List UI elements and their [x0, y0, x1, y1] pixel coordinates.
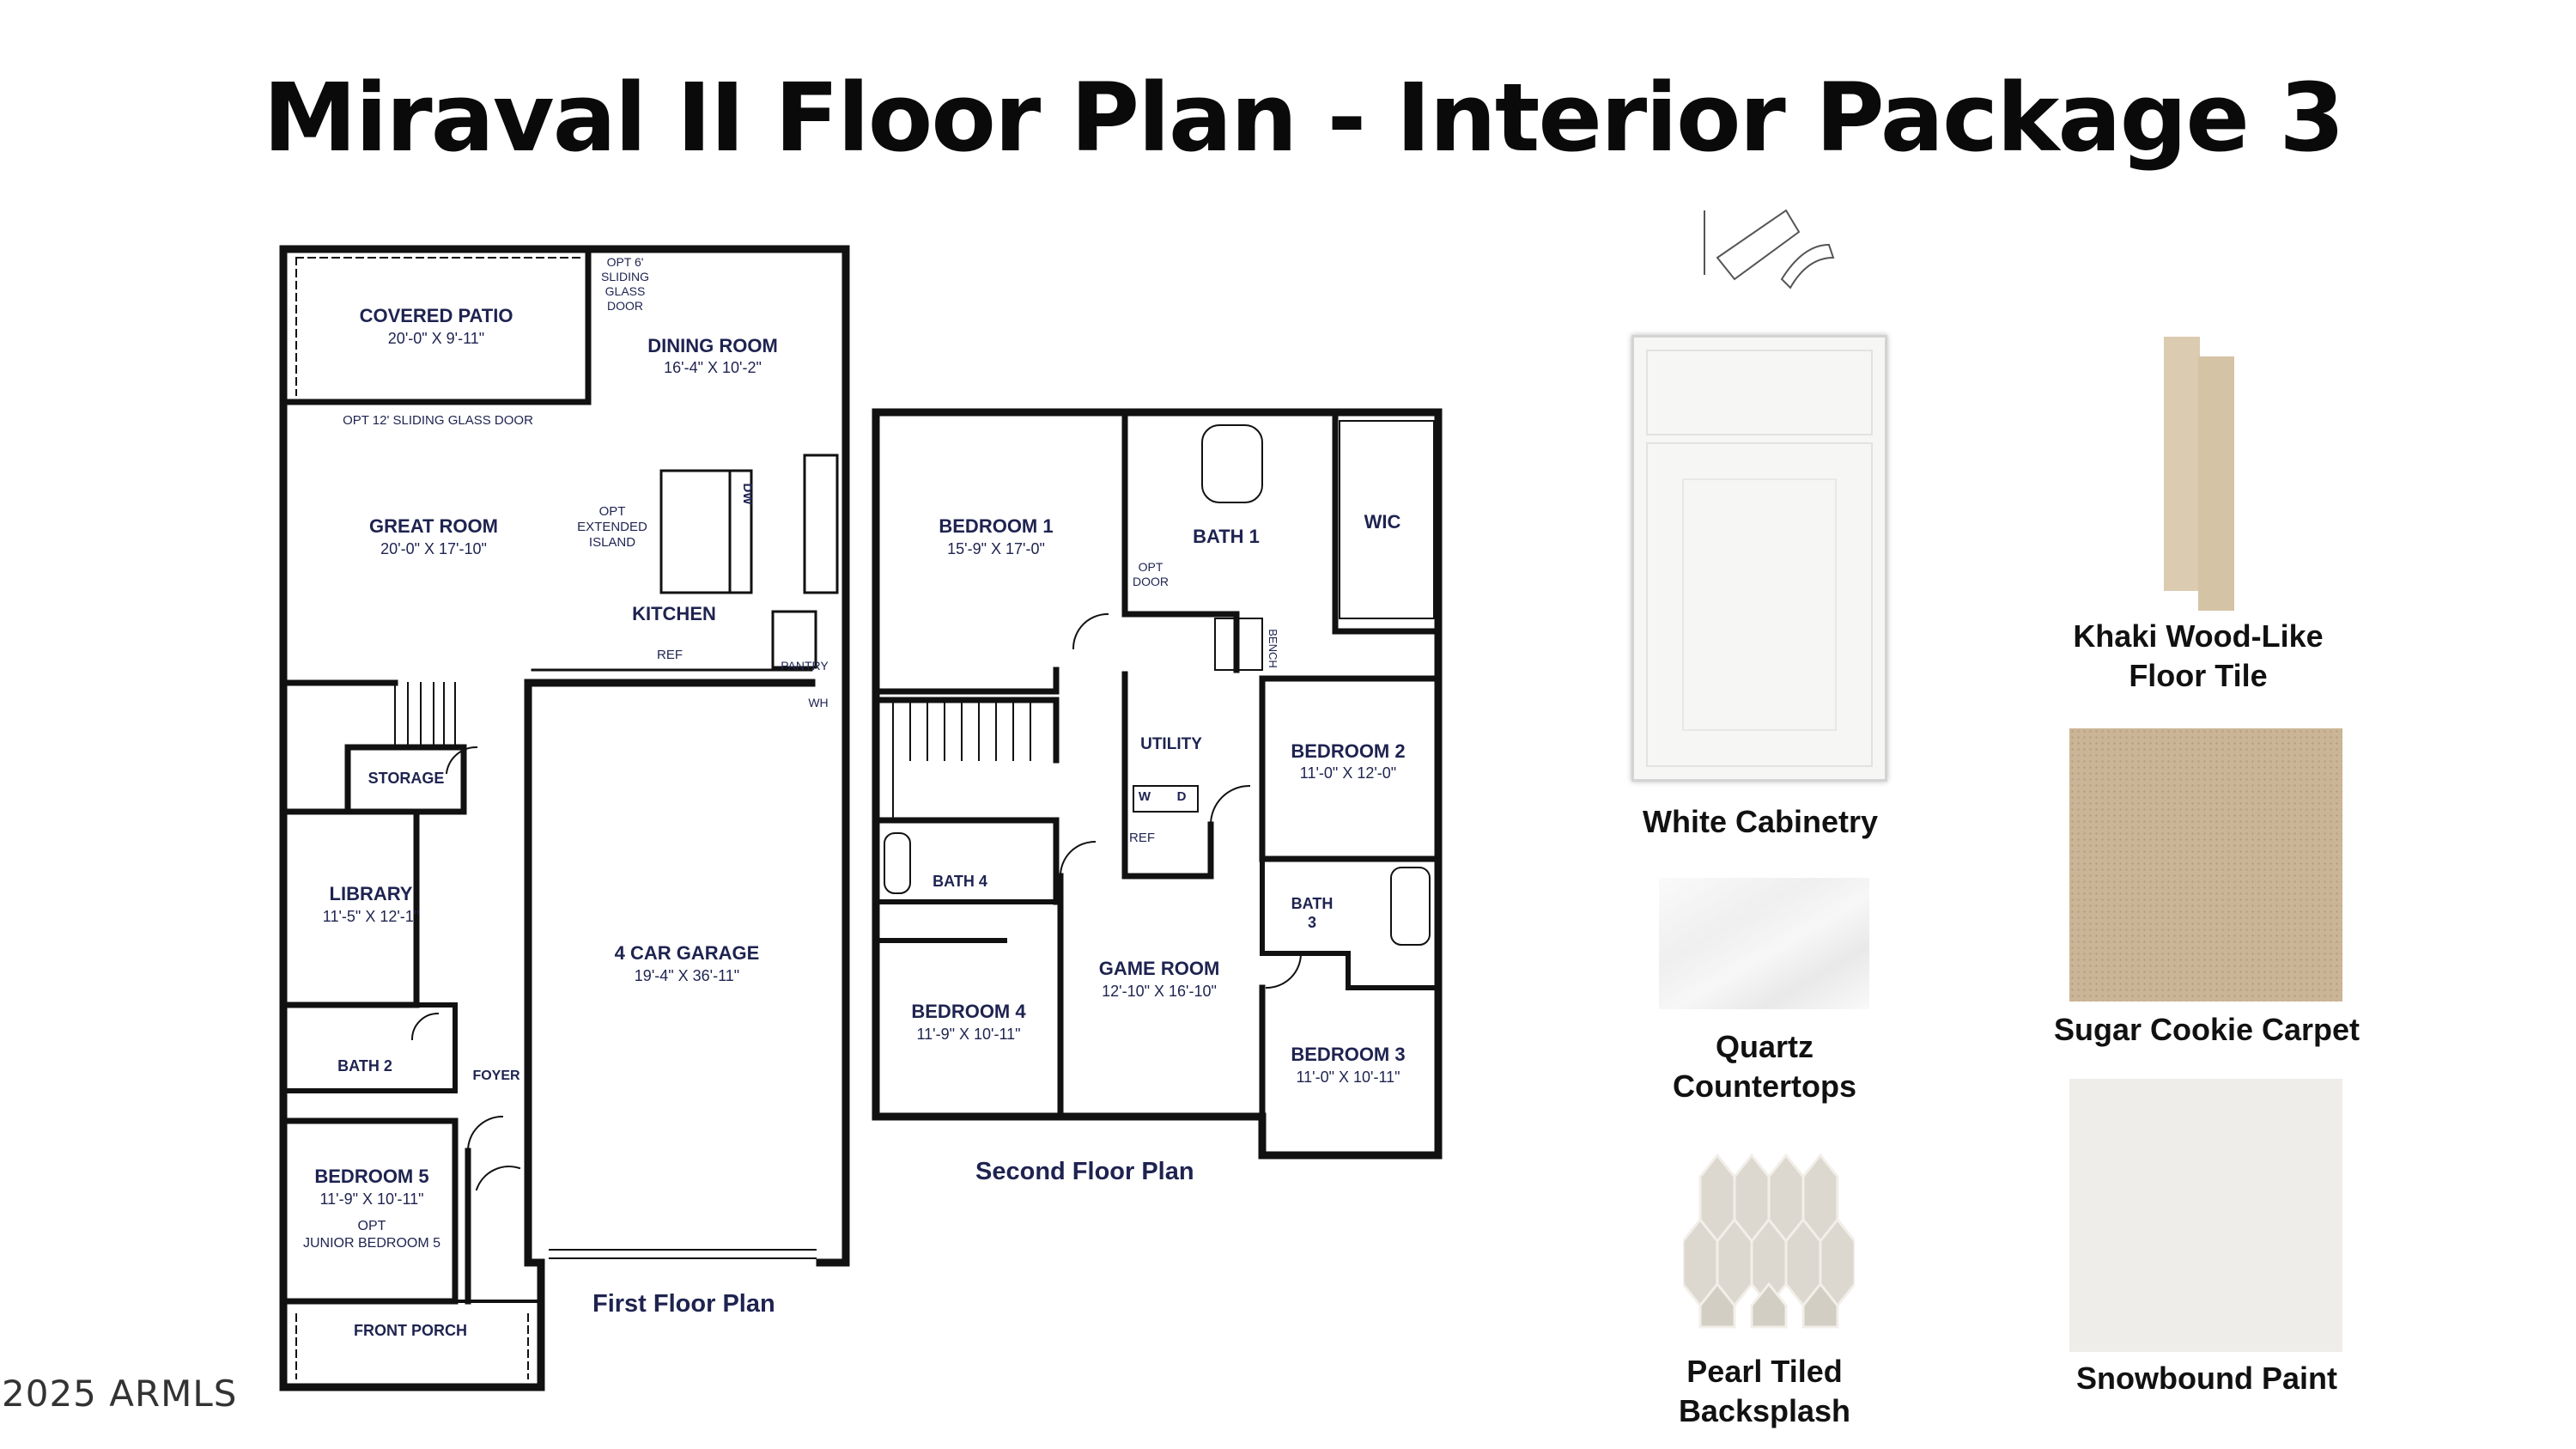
room-garage: 4 CAR GARAGE: [615, 942, 760, 964]
note-dryer: D: [1177, 789, 1187, 804]
room-storage: STORAGE: [368, 770, 445, 787]
dims-library: 11'-5" X 12'-1": [323, 908, 419, 925]
dims-bedroom-4: 11'-9" X 10'-11": [916, 1026, 1020, 1043]
second-floor-walls: [872, 408, 1443, 1160]
note-ref-2: REF: [1129, 831, 1155, 845]
room-game-room: GAME ROOM: [1099, 958, 1220, 979]
room-bedroom-1: BEDROOM 1: [939, 515, 1053, 537]
room-great-room: GREAT ROOM: [369, 515, 498, 537]
note-opt-slider-6-2: SLIDING: [601, 270, 649, 283]
crown-molding-icon: [1704, 209, 1835, 289]
snowbound-paint-swatch: [2069, 1079, 2342, 1352]
note-opt-door-2: DOOR: [1133, 575, 1169, 588]
note-ref: REF: [657, 648, 683, 662]
quartz-label: Quartz Countertops: [1619, 1027, 1911, 1106]
note-wh: WH: [808, 696, 828, 709]
room-bath-1: BATH 1: [1193, 526, 1260, 547]
dims-bedroom-1: 15'-9" X 17'-0": [947, 540, 1045, 557]
note-opt-island-3: ISLAND: [589, 535, 635, 550]
room-bedroom-3: BEDROOM 3: [1291, 1044, 1405, 1065]
dims-dining-room: 16'-4" X 10'-2": [664, 359, 762, 376]
pearl-backsplash-label-1: Pearl Tiled: [1686, 1354, 1843, 1389]
dims-bedroom-2: 11'-0" X 12'-0": [1300, 764, 1396, 782]
dims-bedroom-5: 11'-9" X 10'-11": [319, 1190, 423, 1208]
note-washer: W: [1139, 789, 1151, 804]
room-utility: UTILITY: [1140, 735, 1202, 753]
note-opt-slider-6-3: GLASS: [605, 284, 646, 298]
note-opt-junior: OPT: [358, 1219, 386, 1233]
quartz-swatch: [1659, 878, 1869, 1009]
note-bench: BENCH: [1267, 629, 1279, 668]
note-pantry: PANTRY: [781, 659, 829, 673]
page-title: Miraval II Floor Plan - Interior Package…: [263, 63, 2345, 173]
note-opt-junior-2: JUNIOR BEDROOM 5: [303, 1236, 440, 1251]
room-library: LIBRARY: [330, 883, 413, 904]
quartz-label-2: Countertops: [1673, 1068, 1856, 1104]
room-bedroom-4: BEDROOM 4: [911, 1001, 1026, 1022]
dims-game-room: 12'-10" X 16'-10": [1102, 983, 1217, 1000]
sugar-cookie-carpet-label: Sugar Cookie Carpet: [2053, 1012, 2360, 1047]
room-covered-patio: COVERED PATIO: [360, 305, 513, 326]
first-floor-labels: COVERED PATIO 20'-0" X 9'-11" DINING ROO…: [303, 255, 829, 1339]
note-opt-slider-6: OPT 6': [607, 255, 644, 269]
snowbound-paint-label: Snowbound Paint: [2076, 1361, 2337, 1396]
room-bath-3-number: 3: [1308, 914, 1316, 931]
second-floor-fixtures: [884, 420, 1435, 989]
khaki-tile-label-1: Khaki Wood-Like: [2073, 618, 2324, 654]
room-foyer: FOYER: [472, 1068, 520, 1083]
pearl-backsplash-label: Pearl Tiled Backsplash: [1619, 1352, 1911, 1431]
note-opt-island: OPT: [599, 504, 626, 519]
room-bath-4: BATH 4: [933, 873, 987, 890]
second-floor-labels: BEDROOM 1 15'-9" X 17'-0" BATH 1 WIC UTI…: [911, 511, 1405, 1086]
pearl-backsplash-swatch: [1683, 1153, 1855, 1329]
khaki-tile-swatch: [2164, 337, 2200, 591]
khaki-tile-swatch-2: [2198, 356, 2234, 611]
khaki-tile-label-2: Floor Tile: [2129, 658, 2268, 693]
note-opt-door: OPT: [1139, 560, 1163, 574]
note-opt-slider-12: OPT 12' SLIDING GLASS DOOR: [343, 413, 533, 428]
door-swings: [410, 746, 521, 1191]
white-cabinetry-label: White Cabinetry: [1642, 804, 1879, 839]
note-opt-island-2: EXTENDED: [577, 520, 647, 534]
first-floor-stairs: [394, 682, 456, 748]
first-floor-caption: First Floor Plan: [592, 1290, 775, 1318]
dims-great-room: 20'-0" X 17'-10": [380, 540, 487, 557]
room-bath-3: BATH: [1291, 895, 1334, 912]
dims-bedroom-3: 11'-0" X 10'-11": [1296, 1068, 1400, 1086]
room-kitchen: KITCHEN: [632, 603, 716, 624]
room-wic: WIC: [1364, 511, 1401, 533]
first-floor-walls: [279, 245, 850, 1391]
quartz-label-1: Quartz: [1715, 1029, 1814, 1064]
dims-covered-patio: 20'-0" X 9'-11": [388, 330, 484, 347]
room-bedroom-2: BEDROOM 2: [1291, 740, 1405, 762]
pearl-backsplash-label-2: Backsplash: [1678, 1393, 1851, 1428]
sugar-cookie-carpet-swatch: [2069, 728, 2342, 1002]
white-cabinetry-swatch: [1631, 335, 1887, 782]
dims-garage: 19'-4" X 36'-11": [635, 967, 739, 984]
room-dining-room: DINING ROOM: [647, 335, 778, 356]
room-bath-2: BATH 2: [337, 1057, 392, 1075]
room-front-porch: FRONT PORCH: [354, 1322, 467, 1339]
copyright-watermark: 2025 ARMLS: [2, 1373, 238, 1415]
room-bedroom-5: BEDROOM 5: [314, 1166, 428, 1187]
note-dw: DW: [740, 484, 755, 506]
kitchen-fixtures: [531, 454, 839, 672]
khaki-tile-label: Khaki Wood-Like Floor Tile: [2052, 617, 2344, 696]
note-opt-slider-6-4: DOOR: [607, 299, 643, 313]
patio-edges: [295, 257, 580, 1379]
second-floor-caption: Second Floor Plan: [975, 1158, 1194, 1185]
